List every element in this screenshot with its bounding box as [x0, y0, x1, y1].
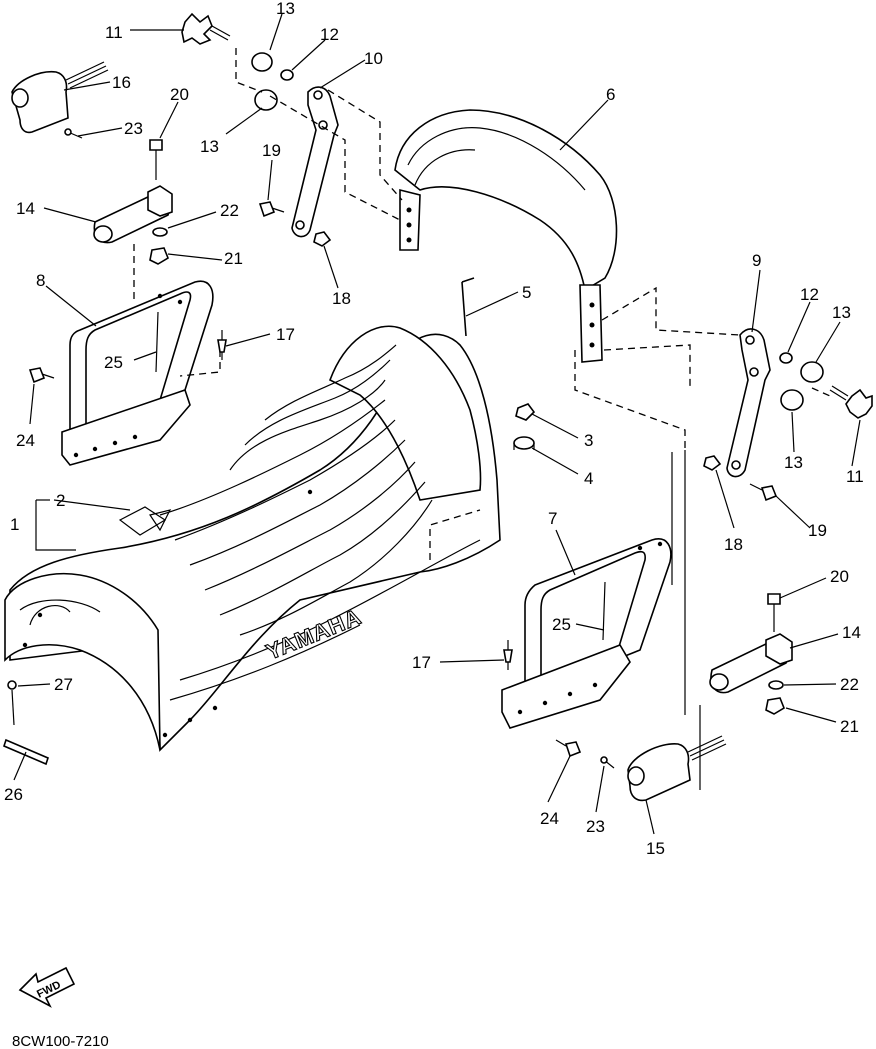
- callout-10: 10: [364, 49, 383, 68]
- left-bracket-arm: [291, 86, 339, 238]
- callout-22-b: 22: [840, 675, 859, 694]
- right-bracket-arm: [726, 328, 771, 478]
- callout-26: 26: [4, 785, 23, 804]
- drawing-code: 8CW100-7210: [12, 1033, 109, 1049]
- bushing-upper-left: [251, 52, 273, 72]
- screw-23-left: [64, 128, 83, 139]
- washer-22-right: [768, 680, 784, 690]
- callout-8: 8: [36, 271, 45, 290]
- callout-24-a: 24: [16, 431, 35, 450]
- nut-21-right: [765, 697, 785, 715]
- right-grab-frame: [501, 538, 672, 729]
- callout-20-a: 20: [170, 85, 189, 104]
- bolt-20-right: [767, 593, 781, 632]
- callout-9: 9: [752, 251, 761, 270]
- callout-7: 7: [548, 509, 557, 528]
- callout-12-b: 12: [800, 285, 819, 304]
- callout-25-a: 25: [104, 353, 123, 372]
- callout-14-b: 14: [842, 623, 861, 642]
- callout-23-b: 23: [586, 817, 605, 836]
- washer-left: [280, 69, 294, 81]
- callout-22-a: 22: [220, 201, 239, 220]
- callout-17-b: 17: [412, 653, 431, 672]
- callout-12-a: 12: [320, 25, 339, 44]
- callout-20-b: 20: [830, 567, 849, 586]
- callout-17-a: 17: [276, 325, 295, 344]
- washer-22-left: [152, 227, 168, 237]
- pin-5: [461, 277, 475, 337]
- forward-arrow-icon: FWD: [18, 966, 76, 1008]
- pin-17-right: [503, 640, 513, 670]
- callout-1: 1: [10, 515, 19, 534]
- callout-14-a: 14: [16, 199, 35, 218]
- callout-21-b: 21: [840, 717, 859, 736]
- end-cap-16: [11, 61, 109, 134]
- screw-27: [7, 680, 17, 726]
- callout-13-c: 13: [832, 303, 851, 322]
- nut-21-left: [149, 247, 169, 265]
- left-grab-frame: [61, 244, 221, 466]
- bushing-right-upper: [800, 361, 824, 383]
- callout-13-b: 13: [200, 137, 219, 156]
- nut-18-right: [703, 455, 722, 471]
- callout-19-b: 19: [808, 521, 827, 540]
- callout-6: 6: [606, 85, 615, 104]
- assembly-lines: [235, 48, 831, 790]
- cushion-4: [513, 436, 535, 450]
- callout-13-d: 13: [784, 453, 803, 472]
- callout-4: 4: [584, 469, 593, 488]
- callout-3: 3: [584, 431, 593, 450]
- callout-13-a: 13: [276, 0, 295, 18]
- callout-21-a: 21: [224, 249, 243, 268]
- bushing-right-lower: [780, 389, 804, 411]
- callout-18-a: 18: [332, 289, 351, 308]
- screw-23-right: [600, 756, 615, 769]
- callout-11-b: 11: [846, 467, 864, 486]
- bolt-19-right: [749, 483, 778, 502]
- callout-24-b: 24: [540, 809, 559, 828]
- washer-right: [779, 352, 793, 364]
- callout-5: 5: [522, 283, 531, 302]
- bushing-lower-left: [254, 89, 278, 111]
- nut-18-left: [313, 231, 332, 247]
- callout-25-b: 25: [552, 615, 571, 634]
- backrest-pad: [394, 109, 618, 363]
- bolt-24-left: [28, 367, 55, 384]
- callout-19-a: 19: [262, 141, 281, 160]
- bolt-19-left: [258, 201, 285, 218]
- tube-left: [93, 185, 173, 244]
- callout-16: 16: [112, 73, 131, 92]
- bolt-20-left: [149, 139, 163, 180]
- bolt-24-right: [555, 739, 582, 758]
- knob-right: [829, 385, 873, 419]
- callout-23-a: 23: [124, 119, 143, 138]
- callout-27: 27: [54, 675, 73, 694]
- leader-lines: [13, 13, 861, 835]
- callout-15: 15: [646, 839, 665, 858]
- tube-right: [709, 633, 793, 694]
- knob-top-left: [181, 12, 231, 45]
- seat-assembly: YAMAHA: [4, 325, 501, 752]
- pin-17-left: [217, 330, 227, 360]
- nut-3: [515, 403, 536, 421]
- callout-11-a: 11: [105, 23, 123, 42]
- callout-labels: 13 11 12 10 16 20 23 13 19 6 14 22 21 18…: [4, 0, 864, 858]
- callout-18-b: 18: [724, 535, 743, 554]
- callout-2: 2: [56, 491, 65, 510]
- end-cap-15: [627, 735, 727, 802]
